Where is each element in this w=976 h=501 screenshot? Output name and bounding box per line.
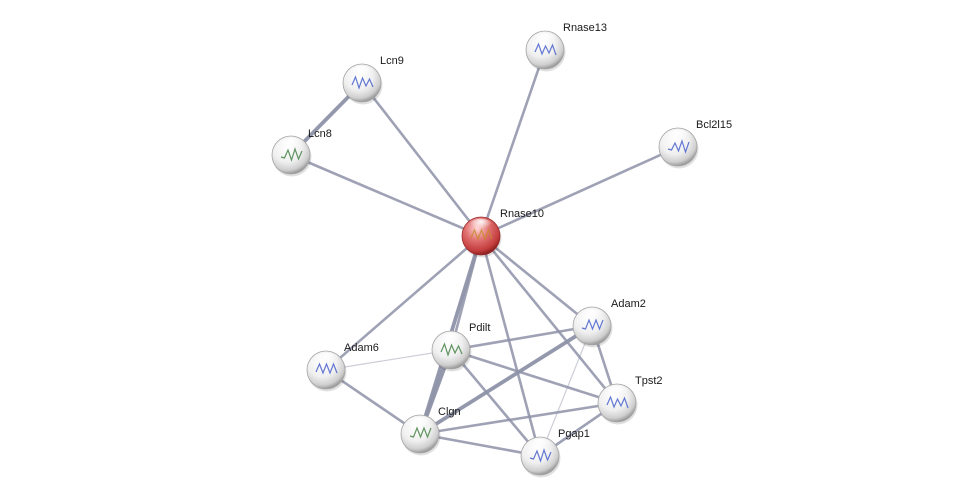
protein-structure-icon	[280, 147, 303, 162]
node-rnase10[interactable]: Rnase10	[461, 208, 544, 258]
edge-pdilt-pgap1[interactable]	[449, 348, 542, 458]
node-tpst2[interactable]: Tpst2	[597, 375, 663, 425]
node-label-clgn: Clgn	[438, 406, 461, 418]
edge-rnase10-adam6[interactable]	[324, 234, 483, 372]
node-adam2[interactable]: Adam2	[572, 298, 646, 348]
edge-pdilt-tpst2[interactable]	[449, 348, 619, 405]
node-highlight	[439, 332, 463, 348]
node-highlight	[580, 308, 604, 324]
node-label-rnase13: Rnase13	[563, 22, 607, 34]
edge-clgn-tpst2[interactable]	[418, 401, 619, 436]
node-label-bcl2l15: Bcl2l15	[696, 119, 732, 131]
protein-structure-icon	[667, 139, 690, 154]
protein-structure-icon	[409, 426, 432, 439]
edge-pdilt-adam6[interactable]	[325, 349, 452, 371]
node-highlight	[408, 416, 432, 432]
node-highlight	[314, 352, 338, 368]
edge-pdilt-adam2[interactable]	[449, 324, 594, 352]
node-label-lcn8: Lcn8	[308, 128, 332, 140]
edge-rnase10-rnase13[interactable]	[479, 48, 547, 238]
node-rnase13[interactable]: Rnase13	[525, 22, 607, 72]
node-label-rnase10: Rnase10	[500, 208, 544, 220]
edge-rnase10-lcn8[interactable]	[289, 153, 483, 238]
node-pgap1[interactable]: Pgap1	[520, 428, 590, 478]
edge-adam2-pgap1[interactable]	[539, 325, 593, 457]
node-pdilt[interactable]: Pdilt	[431, 322, 490, 372]
edge-rnase10-tpst2[interactable]	[479, 234, 619, 405]
node-highlight	[279, 137, 303, 153]
node-lcn9[interactable]: Lcn9	[342, 55, 404, 105]
protein-structure-icon	[529, 448, 552, 463]
node-adam6[interactable]: Adam6	[306, 342, 379, 392]
node-highlight	[666, 129, 690, 145]
node-label-pgap1: Pgap1	[558, 428, 590, 440]
edge-rnase10-lcn9[interactable]	[360, 81, 483, 238]
edge-adam2-clgn[interactable]	[418, 324, 594, 436]
node-highlight	[533, 32, 557, 48]
node-highlight	[605, 385, 629, 401]
edge-rnase10-bcl2l15[interactable]	[479, 145, 680, 238]
node-label-adam6: Adam6	[344, 342, 379, 354]
node-highlight	[350, 65, 374, 81]
edge-clgn-pgap1[interactable]	[418, 432, 542, 458]
edge-rnase10-adam2[interactable]	[479, 234, 594, 328]
node-highlight	[469, 218, 493, 234]
protein-structure-icon	[581, 318, 604, 331]
node-bcl2l15[interactable]: Bcl2l15	[658, 119, 732, 169]
node-label-lcn9: Lcn9	[380, 55, 404, 67]
node-highlight	[528, 438, 552, 454]
node-label-pdilt: Pdilt	[469, 322, 490, 334]
node-clgn[interactable]: Clgn	[400, 406, 461, 456]
node-lcn8[interactable]: Lcn8	[271, 128, 332, 177]
edge-rnase10-pgap1[interactable]	[479, 234, 542, 458]
node-label-adam2: Adam2	[611, 298, 646, 310]
node-label-tpst2: Tpst2	[635, 375, 663, 387]
